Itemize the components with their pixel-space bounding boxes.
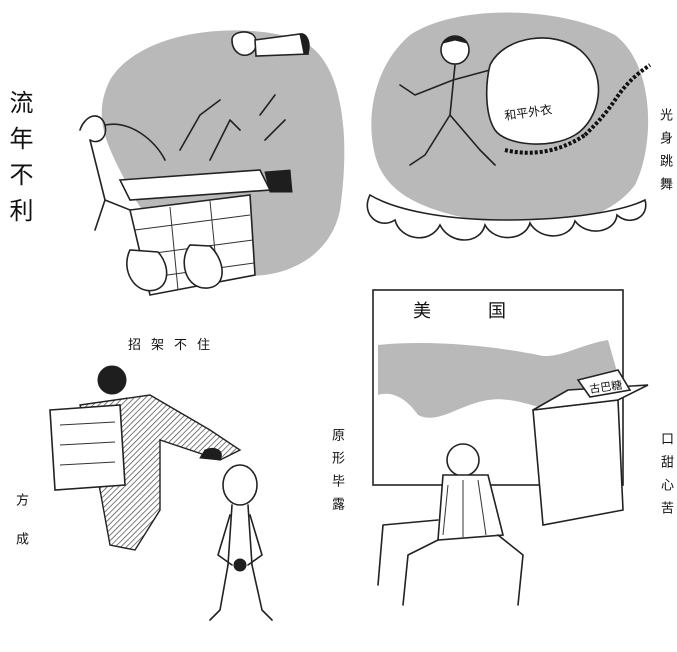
cartoon-panel-top-left [79,30,345,296]
caption-bottom-left: 原形毕露 [329,428,344,520]
map-label-mei: 美 [413,301,431,322]
scribble-trail [583,63,652,137]
fist-icon [231,31,310,57]
cartoon-panel-bottom-right: 美 国 古巴糖 [372,289,649,606]
cartoon-panel-top-right: 和平外衣 [366,12,652,241]
hatched-cloak-figure-icon [49,365,242,551]
box-label: 古巴糖 [588,378,623,396]
caption-bottom-right: 口甜心苦 [658,432,673,524]
page-title: 流年不利 [5,90,33,234]
figure-with-sword-icon [79,94,293,231]
seated-figure-icon [377,443,524,606]
author-caption: 方成 [13,493,28,571]
garment-label: 和平外衣 [503,101,553,123]
caption-top-left: 招架不住 [128,338,221,353]
peace-garment-icon [485,37,600,145]
cloud-bottom [366,193,647,241]
map-label-guo: 国 [488,301,506,322]
caption-top-right: 光身跳舞 [657,108,672,200]
sugar-box-icon: 古巴糖 [532,369,649,526]
cartoon-panel-bottom-left [49,365,273,621]
money-bag-icon [126,244,223,292]
crouching-figure-icon [209,464,273,621]
